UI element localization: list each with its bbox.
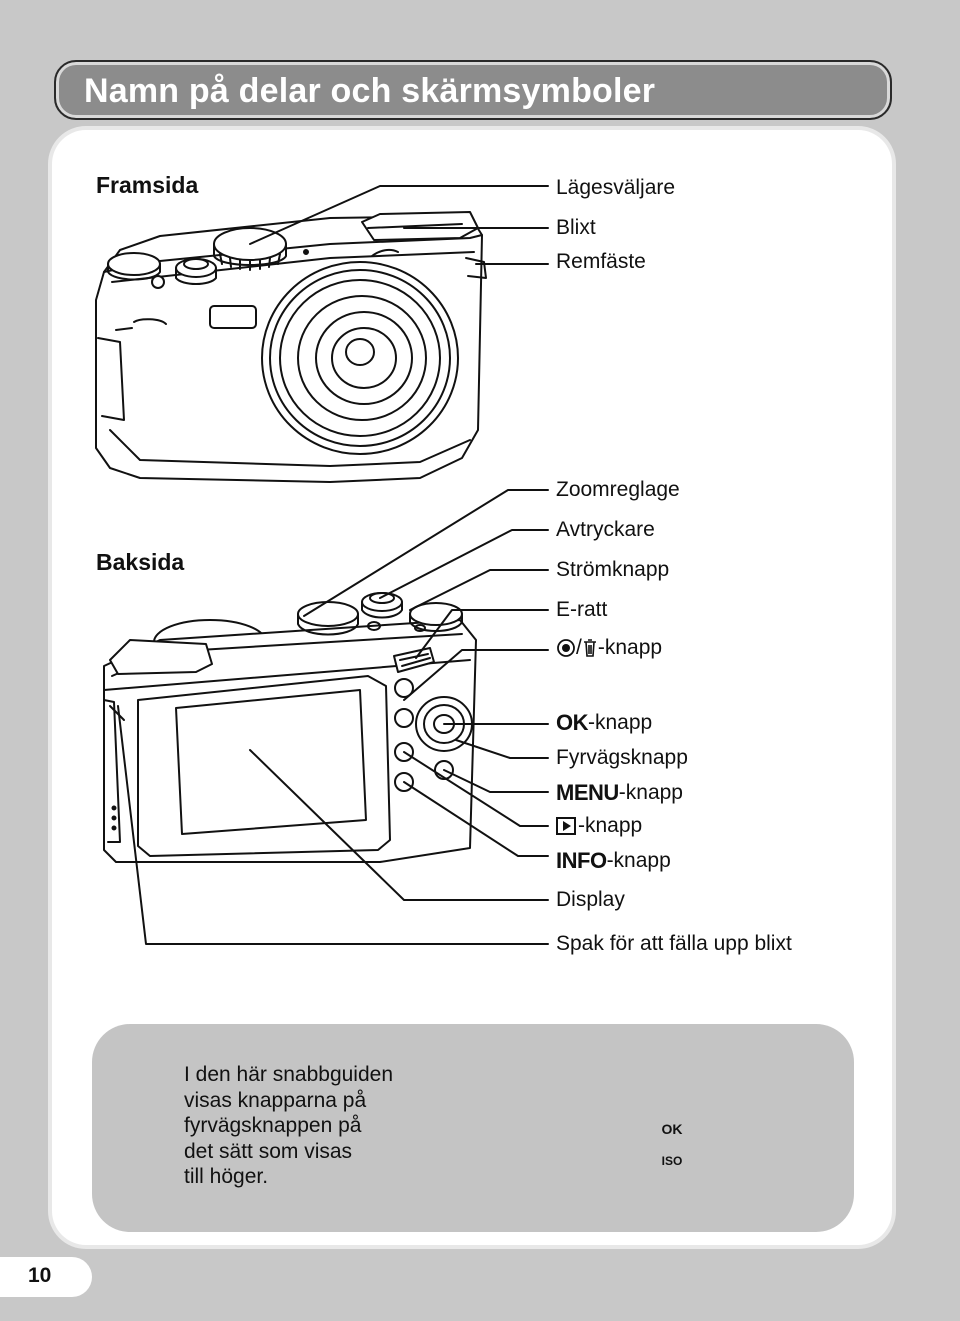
back-camera-illustration (103, 592, 477, 863)
menu-label: MENU (556, 780, 619, 805)
dial-iso-label: ISO (661, 1154, 683, 1168)
page-number-tab: 10 (0, 1257, 92, 1297)
callout-four-way-controller: Fyrvägsknapp (556, 746, 688, 769)
ok-label: OK (556, 710, 589, 735)
callout-strap-lug: Remfäste (556, 250, 646, 273)
playback-icon (556, 817, 576, 835)
back-heading: Baksida (96, 549, 185, 575)
callout-flash: Blixt (556, 216, 596, 239)
playback-suffix: -knapp (578, 814, 643, 837)
callout-ae-delete-button: / -knapp (556, 636, 662, 660)
note-text: I den här snabbguiden visas knapparna på… (184, 1063, 394, 1188)
ae-lock-icon (557, 639, 575, 657)
callout-ok-button: OK -knapp (556, 710, 652, 736)
callout-mode-dial: Lägesväljare (556, 176, 676, 199)
callout-e-dial: E-ratt (556, 598, 608, 621)
callout-shutter-release: Avtryckare (556, 518, 655, 541)
ok-suffix: -knapp (588, 711, 653, 734)
ae-delete-label: -knapp (597, 636, 663, 659)
trash-icon (583, 639, 596, 657)
slash-separator: / (576, 636, 582, 659)
front-camera-illustration (95, 211, 487, 483)
page-title: Namn på delar och skärmsymboler (84, 72, 656, 110)
front-heading: Framsida (96, 172, 199, 198)
callout-info-button: INFO -knapp (556, 848, 671, 874)
page-number: 10 (28, 1264, 52, 1287)
info-suffix: -knapp (606, 849, 671, 872)
callout-zoom-lever: Zoomreglage (556, 478, 680, 501)
info-label: INFO (556, 848, 607, 873)
menu-suffix: -knapp (618, 781, 683, 804)
callout-playback-button: -knapp (556, 814, 642, 838)
callout-menu-button: MENU -knapp (556, 780, 683, 806)
callout-power-button: Strömknapp (556, 558, 670, 581)
note-box: I den här snabbguiden visas knapparna på… (92, 1024, 854, 1232)
callout-display: Display (556, 888, 625, 911)
dial-ok-label: OK (661, 1121, 683, 1137)
callout-flash-lever: Spak för att fälla upp blixt (556, 932, 792, 955)
page-title-bar: Namn på delar och skärmsymboler (54, 60, 892, 120)
